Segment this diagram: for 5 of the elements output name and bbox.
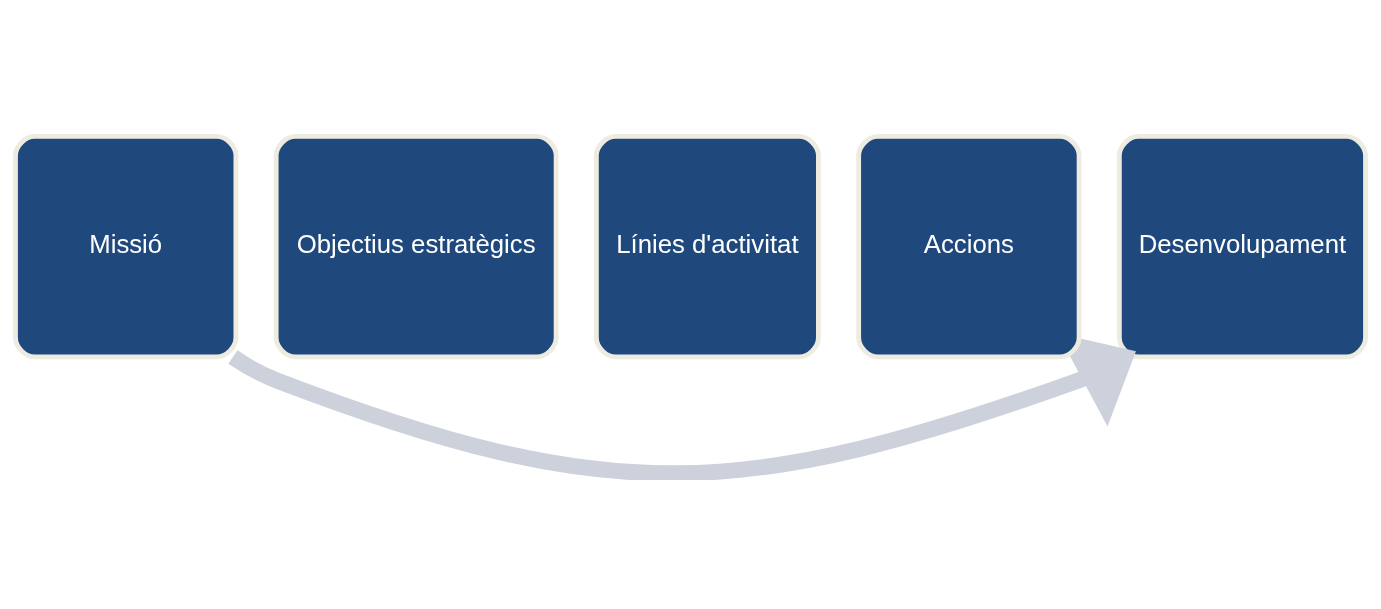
node-box: Objectius estratègics — [273, 133, 559, 359]
node-box: Línies d'activitat — [593, 133, 821, 359]
node-box: Missió — [13, 133, 239, 359]
node-box: Desenvolupament — [1116, 133, 1368, 359]
node-box: Accions — [856, 133, 1082, 359]
